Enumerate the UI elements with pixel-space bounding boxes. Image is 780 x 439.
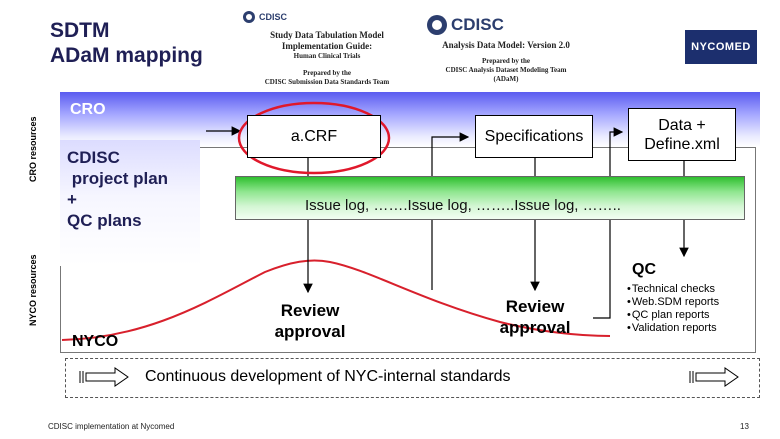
footer-text: CDISC implementation at Nycomed — [48, 422, 175, 431]
qc-item: QC plan reports — [627, 309, 719, 322]
sdtm-cdisc-logo: CDISC — [242, 10, 416, 24]
right-arrow-icon — [79, 367, 129, 387]
arrow-review-to-specs — [431, 132, 470, 290]
cdisc-logo-icon — [243, 11, 255, 23]
standards-text: Continuous development of NYC-internal s… — [145, 368, 511, 385]
data-define-box: Data + Define.xml — [628, 108, 736, 161]
review-approval-specs: Review approval — [499, 297, 571, 337]
acrf-highlight-ellipse — [237, 101, 391, 175]
right-arrow-icon — [689, 367, 739, 387]
sdtm-document: CDISC Study Data Tabulation Model Implem… — [238, 10, 416, 87]
arrow-review-to-data — [593, 127, 624, 319]
nyco-label: NYCO — [72, 333, 119, 350]
title-line-1: SDTM — [50, 19, 110, 42]
qc-item: Technical checks — [627, 283, 719, 296]
qc-item: Web.SDM reports — [627, 296, 719, 309]
qc-list: Technical checks Web.SDM reports QC plan… — [627, 283, 719, 335]
acrf-box: a.CRF — [247, 115, 381, 158]
review-approval-acrf: Review approval — [274, 301, 346, 341]
issue-log-band — [235, 176, 745, 220]
adam-cdisc-logo: CDISC — [426, 14, 590, 36]
company-logo: NYCOMED — [685, 30, 757, 64]
standards-band — [65, 358, 760, 398]
title-line-2: ADaM mapping — [50, 44, 203, 67]
qc-item: Validation reports — [627, 322, 719, 335]
cdisc-plan-text: CDISC project plan + QC plans — [67, 148, 169, 230]
page-title: SDTM ADaM mapping — [50, 18, 203, 68]
cdisc-plan-panel — [60, 140, 200, 266]
issue-log-text: Issue log, …….Issue log, ……..Issue log, … — [305, 197, 621, 214]
specifications-box: Specifications — [475, 115, 593, 158]
page-number: 13 — [740, 422, 749, 431]
qc-label: QC — [632, 261, 656, 278]
workload-curve — [61, 259, 611, 341]
cdisc-logo-icon — [427, 15, 447, 35]
cro-label: CRO — [70, 101, 106, 118]
adam-document: CDISC Analysis Data Model: Version 2.0 P… — [422, 14, 590, 84]
